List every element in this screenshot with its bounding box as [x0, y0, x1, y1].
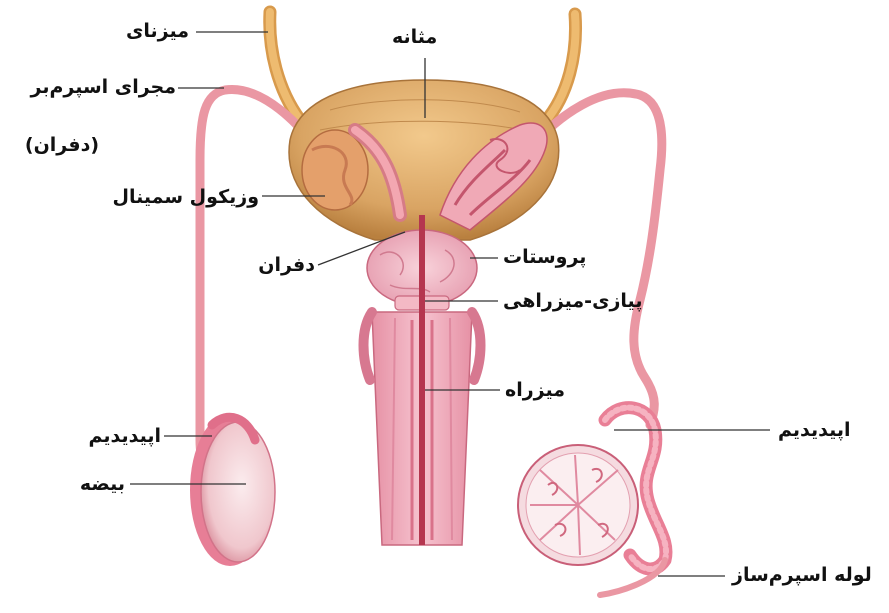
- label-epididymis-left: اپیدیدیم: [88, 427, 161, 446]
- label-prostate: پروستات: [503, 248, 586, 267]
- label-bulbourethral: پیازی-میزراهی: [503, 292, 642, 311]
- label-testis: بیضه: [80, 475, 125, 494]
- label-bladder: مثانه: [392, 28, 437, 47]
- left-testis-group: [190, 414, 275, 566]
- label-vas-deferens: مجرای اسپرم‌بر: [31, 78, 176, 97]
- label-epididymis-right: اپیدیدیم: [778, 421, 851, 440]
- right-testis-group: [518, 408, 666, 595]
- label-seminal-vesicle: وزیکول سمینال: [113, 188, 260, 207]
- label-seminiferous-tubule: لوله اسپرم‌ساز: [732, 566, 872, 585]
- label-ureter: میزنای: [126, 22, 189, 41]
- label-ejaculatory-duct: دفران: [258, 256, 315, 275]
- label-vas-deferens-alt: (دفران): [25, 136, 99, 155]
- label-urethra: میزراه: [505, 381, 565, 400]
